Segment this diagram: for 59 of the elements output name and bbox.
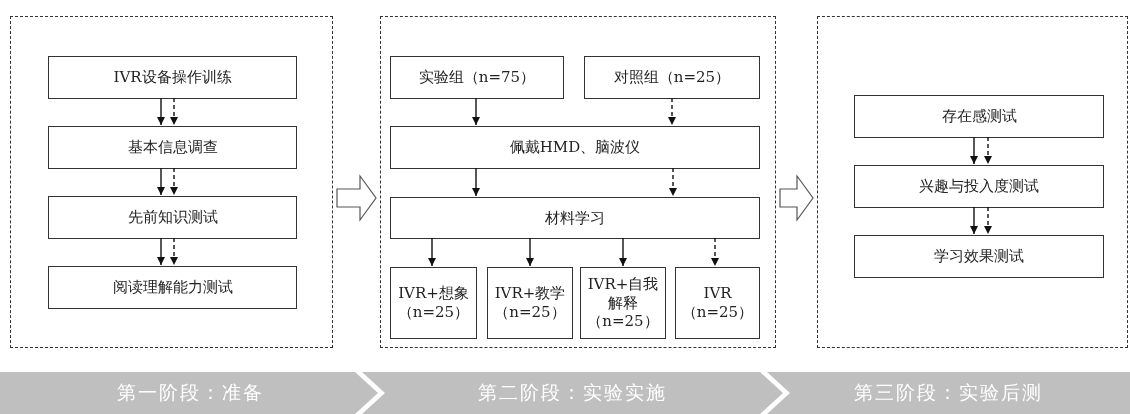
process-box (48, 56, 297, 99)
process-box (854, 235, 1104, 278)
block-arrow (336, 174, 377, 222)
process-box (675, 267, 760, 339)
box-label: IVR+自我解释（n=25） (586, 274, 660, 332)
arrow (157, 97, 165, 126)
arrow (157, 167, 165, 196)
box-label: 先前知识测试 (127, 208, 218, 227)
box-label: 基本信息调查 (127, 138, 218, 157)
arrow (619, 237, 627, 267)
process-box (48, 196, 297, 239)
process-box (487, 267, 573, 339)
arrow (472, 97, 480, 126)
stage-frame (817, 16, 1128, 348)
box-label: 佩戴HMD、脑波仪 (509, 138, 641, 157)
dashed-arrow (170, 167, 178, 196)
process-box (854, 95, 1104, 138)
stage-label: 第三阶段：实验后测 (854, 380, 1043, 405)
process-box (390, 56, 564, 99)
dashed-arrow (669, 167, 677, 197)
dashed-arrow (170, 97, 178, 126)
stage-banner (362, 372, 783, 414)
block-arrow (779, 174, 814, 222)
arrow (157, 237, 165, 266)
arrow (970, 206, 978, 235)
process-box (48, 266, 297, 309)
dashed-arrow (984, 136, 992, 165)
process-box (580, 267, 666, 339)
box-label: IVR设备操作训练 (113, 68, 232, 87)
stage-label: 第一阶段：准备 (116, 380, 264, 405)
box-label: 学习效果测试 (934, 247, 1024, 266)
box-label: IVR+教学（n=25） (493, 284, 567, 322)
stage-frame (10, 16, 333, 348)
stage-banner (0, 372, 380, 414)
process-box (48, 126, 297, 169)
arrow (472, 167, 480, 197)
box-label: IVR+想象（n=25） (396, 284, 471, 322)
dashed-arrow (170, 237, 178, 266)
dashed-arrow (668, 97, 676, 126)
stage-label: 第二阶段：实验实施 (478, 380, 667, 405)
box-label: 实验组（n=75） (418, 68, 536, 87)
arrow (526, 237, 534, 267)
box-label: 存在感测试 (941, 107, 1017, 126)
box-label: 兴趣与投入度测试 (919, 177, 1039, 196)
stage-frame (380, 16, 776, 348)
box-label: 阅读理解能力测试 (112, 278, 233, 297)
arrow (970, 136, 978, 165)
process-box (390, 267, 477, 339)
process-box (390, 197, 760, 239)
box-label: 对照组（n=25） (613, 68, 731, 87)
process-box (854, 165, 1104, 208)
dashed-arrow (711, 237, 719, 267)
box-label: 材料学习 (545, 208, 605, 228)
dashed-arrow (984, 206, 992, 235)
box-label: IVR（n=25） (680, 284, 755, 322)
stage-banner (767, 372, 1130, 414)
process-box (584, 56, 760, 99)
arrow (428, 237, 436, 267)
process-box (390, 126, 760, 169)
